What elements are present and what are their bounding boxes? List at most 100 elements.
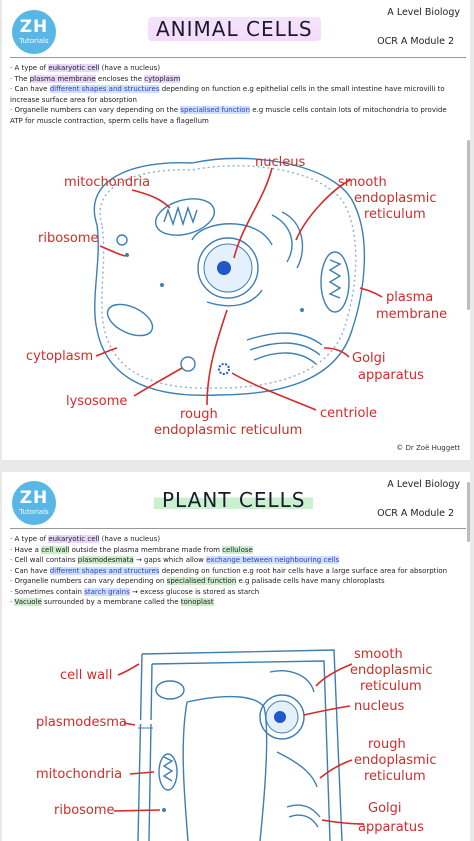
note-item: · Have a cell wall outside the plasma me… xyxy=(10,545,253,554)
label-golgi-line2: apparatus xyxy=(358,820,424,835)
module-name: OCR A Module 2 xyxy=(377,36,454,47)
module-name: OCR A Module 2 xyxy=(377,508,454,519)
note-item: · Organelle numbers can vary depending o… xyxy=(10,577,385,585)
vesicle xyxy=(116,234,128,246)
label-smooth-er-line1: smooth xyxy=(338,175,387,190)
animal-cells-page: ZH Tutorials ANIMAL CELLS A Level Biolog… xyxy=(2,0,470,460)
smooth-er xyxy=(281,211,304,269)
arrow-cytoplasm xyxy=(95,347,118,357)
ribosome-dot xyxy=(300,308,304,312)
note-item: · Sometimes contain starch grains → exce… xyxy=(10,587,260,596)
scrollbar[interactable] xyxy=(467,140,470,310)
arrow-smooth-er xyxy=(295,179,351,241)
label-mitochondria: mitochondria xyxy=(64,175,150,190)
label-nucleus: nucleus xyxy=(354,699,404,714)
notes-list: · A type of eukaryotic cell (have a nucl… xyxy=(10,534,458,608)
label-plasma-line2: membrane xyxy=(376,307,447,322)
arrow-golgi xyxy=(323,347,350,358)
label-ribosome: ribosome xyxy=(54,803,115,818)
logo-mark: ZH xyxy=(19,488,49,508)
arrow-smooth-er xyxy=(315,663,353,687)
nucleus-envelope xyxy=(259,694,305,740)
arrow-centriole xyxy=(231,372,317,411)
note-item: · Cell wall contains plasmodesmata → gap… xyxy=(10,556,340,564)
label-rough-er-line2: endoplasmic reticulum xyxy=(154,423,302,438)
ribosome-dot xyxy=(160,283,164,287)
course-name: A Level Biology xyxy=(387,479,460,490)
ribosome-dot xyxy=(125,253,129,257)
plant-cell-diagram: cell wall smooth endoplasmic reticulum p… xyxy=(36,647,436,841)
golgi-apparatus xyxy=(253,352,317,365)
divider xyxy=(10,57,466,58)
author-credit: © Dr Zoë Huggett xyxy=(396,444,460,452)
nucleolus xyxy=(217,261,231,275)
label-smooth-er-line3: reticulum xyxy=(360,679,422,694)
scrollbar[interactable] xyxy=(467,482,470,542)
arrow-plasmodesma xyxy=(123,722,136,726)
mitochondrion-cristae xyxy=(328,259,342,299)
mitochondrion xyxy=(320,251,350,313)
cell-wall-outer xyxy=(141,649,343,841)
lysosome xyxy=(180,356,196,372)
arrow-cell-wall xyxy=(117,663,140,676)
label-mitochondria: mitochondria xyxy=(36,767,122,782)
label-rough-er-line2: endoplasmic xyxy=(354,753,436,768)
label-nucleus: nucleus xyxy=(255,155,305,170)
logo-mark: ZH xyxy=(19,17,49,37)
label-centriole: centriole xyxy=(320,406,377,421)
nucleolus xyxy=(274,711,286,723)
rough-er xyxy=(276,751,318,788)
label-smooth-er-line3: reticulum xyxy=(364,207,426,222)
nucleus-envelope xyxy=(197,237,259,299)
cell-wall-outer xyxy=(137,653,143,841)
arrow-nucleus xyxy=(303,705,351,716)
mitochondrion-cristae xyxy=(162,756,174,782)
label-rough-er-line1: rough xyxy=(180,407,218,422)
cell-wall-inner xyxy=(148,663,153,841)
golgi-apparatus xyxy=(288,814,319,828)
mitochondrion xyxy=(158,753,178,791)
zh-tutorials-logo: ZH Tutorials xyxy=(12,10,56,54)
arrow-plasma-membrane xyxy=(359,287,383,298)
divider xyxy=(10,528,466,529)
animal-cell-diagram: nucleus mitochondria smooth endoplasmic … xyxy=(26,155,447,438)
mitochondrion xyxy=(154,198,216,236)
cell-wall-inner xyxy=(151,660,331,841)
arrow-ribosome xyxy=(113,809,161,812)
arrow-ribosome xyxy=(99,245,126,257)
vacuole xyxy=(182,695,268,841)
page-title: ANIMAL CELLS xyxy=(148,17,321,41)
mitochondrion-cristae xyxy=(163,205,198,227)
label-lysosome: lysosome xyxy=(66,394,127,409)
label-ribosome: ribosome xyxy=(38,231,99,246)
mitochondrion xyxy=(155,680,185,700)
rough-er xyxy=(191,223,273,246)
note-item: · Can have different shapes and structur… xyxy=(10,566,448,575)
plant-cells-page: ZH Tutorials PLANT CELLS A Level Biology… xyxy=(2,472,470,841)
label-cell-wall: cell wall xyxy=(60,668,112,683)
centriole xyxy=(218,363,230,375)
arrow-rough-er xyxy=(319,759,353,779)
arrow-rough-er xyxy=(206,309,228,406)
note-item: · Vacuole surrounded by a membrane calle… xyxy=(10,598,214,606)
label-golgi-line1: Golgi xyxy=(352,351,386,366)
note-item: · Organelle numbers can vary depending o… xyxy=(10,106,447,125)
page-title: PLANT CELLS xyxy=(154,488,314,512)
course-name: A Level Biology xyxy=(387,7,460,18)
label-rough-er-line3: reticulum xyxy=(364,769,426,784)
note-item: · A type of eukaryotic cell (have a nucl… xyxy=(10,64,161,72)
note-item: · The plasma membrane encloses the cytop… xyxy=(10,74,181,83)
notes-list: · A type of eukaryotic cell (have a nucl… xyxy=(10,63,458,126)
logo-subtitle: Tutorials xyxy=(19,37,49,45)
note-item: · A type of eukaryotic cell (have a nucl… xyxy=(10,535,161,543)
label-smooth-er-line1: smooth xyxy=(354,647,403,662)
smooth-er xyxy=(271,214,293,263)
golgi-apparatus xyxy=(249,342,321,356)
mitochondrion xyxy=(106,303,154,337)
logo-subtitle: Tutorials xyxy=(19,508,49,516)
arrow-golgi xyxy=(321,819,365,825)
smooth-er xyxy=(269,670,315,693)
label-smooth-er-line2: endoplasmic xyxy=(350,663,432,678)
label-cytoplasm: cytoplasm xyxy=(26,349,93,364)
rough-er xyxy=(206,289,263,307)
